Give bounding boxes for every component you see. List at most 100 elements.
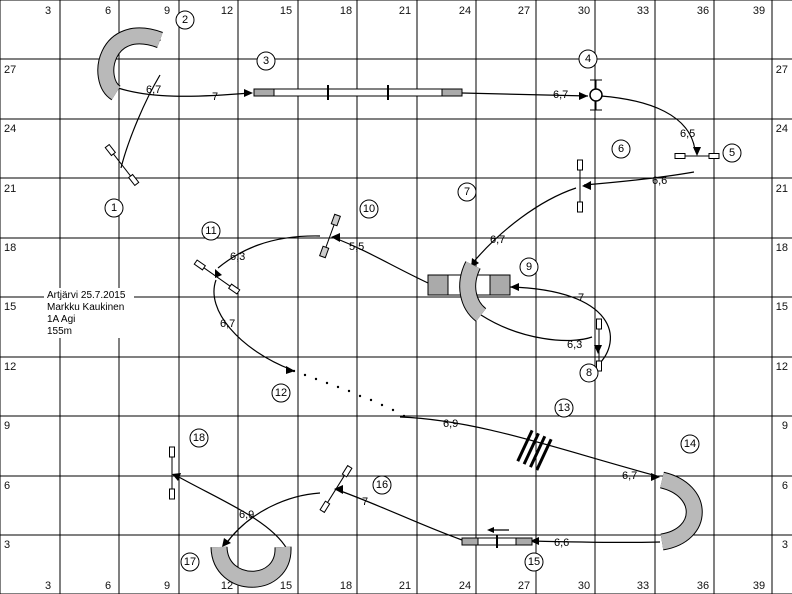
- path-9-10: [334, 237, 429, 284]
- weave-poles-12: [292, 369, 406, 418]
- distance-label: 6,9: [239, 509, 254, 521]
- y-axis-left-label: 3: [4, 539, 10, 551]
- x-axis-bottom-label: 21: [399, 580, 411, 592]
- seesaw-15: [461, 527, 533, 548]
- y-axis-right-label: 9: [782, 420, 788, 432]
- x-axis-top-label: 30: [578, 5, 590, 17]
- info-length: 155m: [47, 326, 72, 337]
- x-axis-bottom-label: 30: [578, 580, 590, 592]
- obstacle-number-12: 12: [271, 383, 291, 403]
- distance-label: 6,7: [490, 234, 505, 246]
- jump-1: [104, 143, 140, 187]
- x-axis-top-label: 21: [399, 5, 411, 17]
- svg-text:15: 15: [528, 556, 540, 568]
- path-7-8: [480, 314, 593, 342]
- x-axis-top-label: 3: [45, 5, 51, 17]
- distance-label: 6,7: [220, 318, 235, 330]
- x-axis-bottom-label: 15: [280, 580, 292, 592]
- svg-text:10: 10: [363, 203, 375, 215]
- path-12-14: [399, 416, 658, 477]
- long-jump-13: [516, 429, 553, 471]
- svg-text:13: 13: [558, 402, 570, 414]
- obstacle-number-16: 16: [372, 475, 392, 495]
- y-axis-right-label: 6: [782, 480, 788, 492]
- distance-label: 6,7: [553, 89, 568, 101]
- path-11-12: [213, 279, 293, 371]
- arrow-5: [693, 147, 701, 156]
- obstacle-number-10: 10: [359, 199, 379, 219]
- path-3-4: [461, 92, 589, 97]
- svg-text:18: 18: [193, 432, 205, 444]
- svg-text:2: 2: [182, 14, 188, 26]
- path-14-15: [531, 540, 661, 544]
- y-axis-left-label: 9: [4, 420, 10, 432]
- arrow-9: [510, 283, 519, 291]
- x-axis-bottom-label: 39: [753, 580, 765, 592]
- x-axis-bottom-label: 18: [340, 580, 352, 592]
- x-axis-top-label: 33: [637, 5, 649, 17]
- svg-text:4: 4: [585, 53, 591, 65]
- distance-label: 7: [578, 292, 584, 304]
- x-axis-top-label: 27: [518, 5, 530, 17]
- x-axis-top-label: 39: [753, 5, 765, 17]
- svg-text:8: 8: [586, 367, 592, 379]
- distance-label: 6,9: [443, 418, 458, 430]
- obstacle-number-3: 3: [256, 51, 276, 71]
- tunnel-17: [210, 545, 292, 588]
- y-axis-left-label: 21: [4, 183, 16, 195]
- jump-11: [193, 259, 241, 295]
- svg-text:1: 1: [111, 202, 117, 214]
- jump-5: [674, 153, 720, 159]
- arrow-4: [579, 92, 588, 100]
- svg-text:16: 16: [376, 479, 388, 491]
- distance-label: 6,3: [230, 251, 245, 263]
- distance-label: 6,6: [652, 175, 667, 187]
- obstacle-number-7: 7: [457, 182, 477, 202]
- svg-text:12: 12: [275, 387, 287, 399]
- obstacle-numbers: 1 2 3 4 5 6 7 8 9 10 11 12 13 14 15 16 1…: [104, 10, 742, 572]
- y-axis-right-label: 18: [776, 242, 788, 254]
- svg-text:9: 9: [526, 261, 532, 273]
- svg-text:14: 14: [684, 438, 696, 450]
- obstacle-number-14: 14: [680, 434, 700, 454]
- dog-walk-3: [253, 85, 463, 100]
- obstacle-number-9: 9: [519, 257, 539, 277]
- obstacle-number-11: 11: [201, 221, 221, 241]
- x-axis-bottom-label: 33: [637, 580, 649, 592]
- y-axis-left-label: 15: [4, 301, 16, 313]
- distance-label: 7: [362, 496, 368, 508]
- arrow-11: [215, 269, 222, 278]
- info-event: Artjärvi 25.7.2015: [47, 290, 126, 301]
- distance-label: 6,7: [622, 470, 637, 482]
- jump-16: [319, 464, 353, 514]
- obstacle-number-13: 13: [554, 398, 574, 418]
- x-axis-top-label: 18: [340, 5, 352, 17]
- x-axis-top-label: 15: [280, 5, 292, 17]
- arrow-16: [334, 485, 343, 494]
- distance-label: 6,3: [567, 339, 582, 351]
- obstacle-number-2: 2: [175, 10, 195, 30]
- x-axis-top-label: 36: [697, 5, 709, 17]
- y-axis-right-label: 27: [776, 64, 788, 76]
- path-16-17: [224, 492, 321, 546]
- y-axis-right-label: 3: [782, 539, 788, 551]
- x-axis-bottom-label: 27: [518, 580, 530, 592]
- tunnel-7: [459, 261, 487, 322]
- x-axis-top-label: 24: [459, 5, 471, 17]
- arrow-6: [582, 181, 591, 190]
- distance-labels: 6,7 7 6,7 6,5 6,6 6,7 7 6,3 5,5 6,3 6,7 …: [146, 84, 695, 549]
- tire-4: [589, 79, 603, 111]
- x-axis-bottom-label: 12: [221, 580, 233, 592]
- course-info: Artjärvi 25.7.2015 Markku Kaukinen 1A Ag…: [44, 288, 134, 338]
- path-5-6: [583, 171, 695, 186]
- info-judge: Markku Kaukinen: [47, 302, 124, 313]
- arrow-12: [286, 366, 295, 374]
- path-2-3: [117, 87, 251, 97]
- arrow-15: [530, 537, 539, 545]
- distance-label: 6,7: [146, 84, 161, 96]
- x-axis-bottom-label: 3: [45, 580, 51, 592]
- obstacle-number-5: 5: [722, 143, 742, 163]
- jump-18: [169, 446, 175, 500]
- y-axis-right-label: 12: [776, 361, 788, 373]
